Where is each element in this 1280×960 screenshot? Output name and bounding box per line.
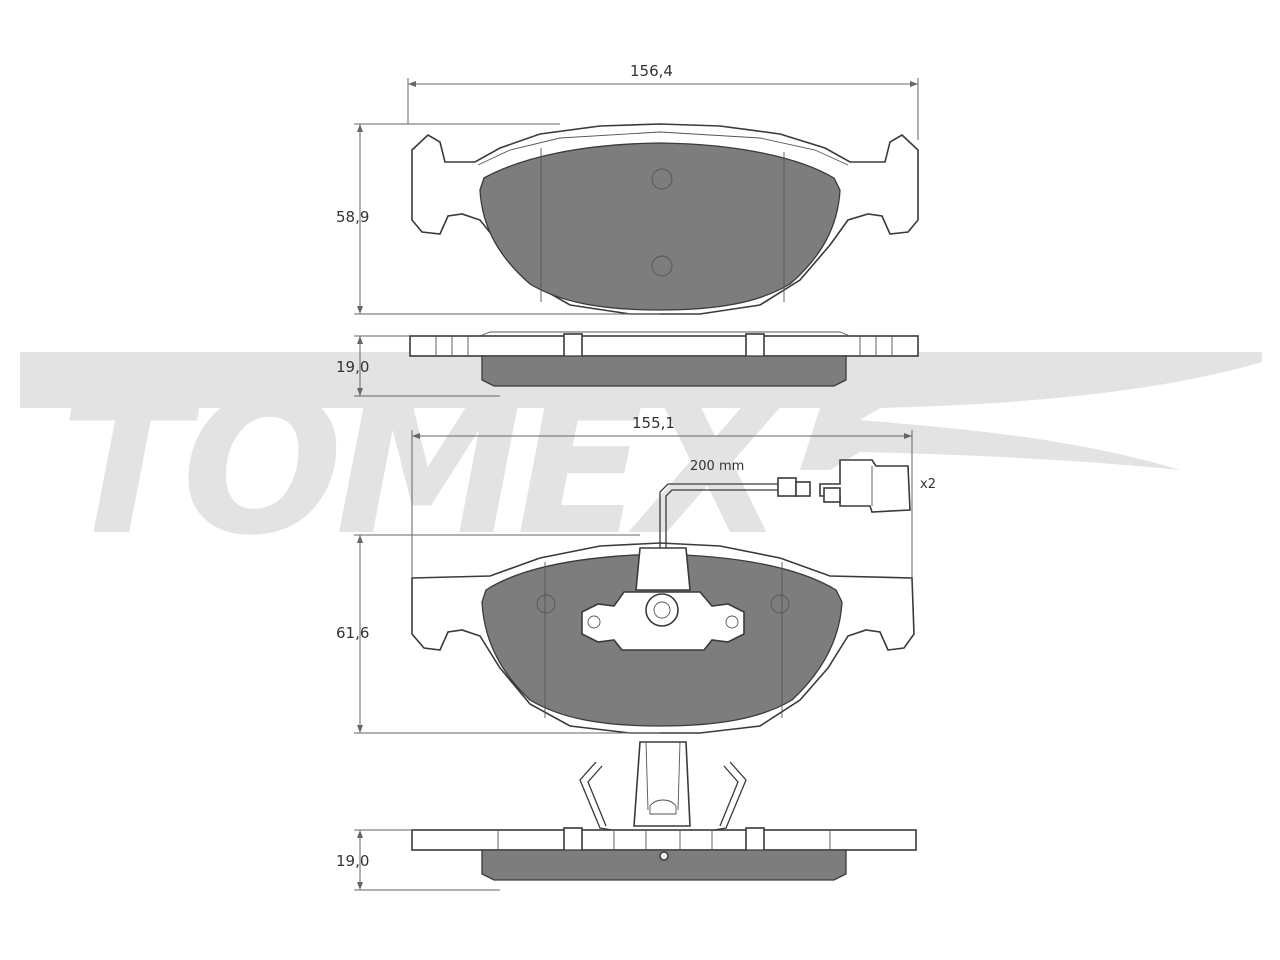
- bottom-height-dimension: 61,6: [336, 534, 660, 734]
- wire-length-label: 200 mm: [690, 459, 744, 474]
- bottom-width-dimension: 155,1: [411, 414, 913, 578]
- top-height-dimension: 58,9: [336, 123, 660, 315]
- top-thickness-dimension: 19,0: [336, 335, 500, 397]
- top-pad-side-view: [409, 331, 919, 387]
- wear-sensor-wire: 200 mm x2: [659, 459, 936, 548]
- top-pad-front-view: [411, 123, 919, 315]
- top-thickness-label: 19,0: [336, 358, 369, 376]
- bottom-pad-front-view: [411, 542, 915, 734]
- bottom-width-label: 155,1: [632, 414, 675, 432]
- top-height-label: 58,9: [336, 208, 369, 226]
- bottom-thickness-label: 19,0: [336, 852, 369, 870]
- bottom-height-label: 61,6: [336, 624, 369, 642]
- sensor-count-label: x2: [920, 477, 936, 492]
- watermark-brand: TOMEX: [60, 356, 793, 577]
- anti-rattle-clip: [579, 741, 747, 831]
- top-width-label: 156,4: [630, 62, 673, 80]
- top-width-dimension: 156,4: [407, 62, 919, 140]
- bottom-thickness-dimension: 19,0: [336, 829, 500, 891]
- bottom-pad-side-view: [411, 827, 917, 881]
